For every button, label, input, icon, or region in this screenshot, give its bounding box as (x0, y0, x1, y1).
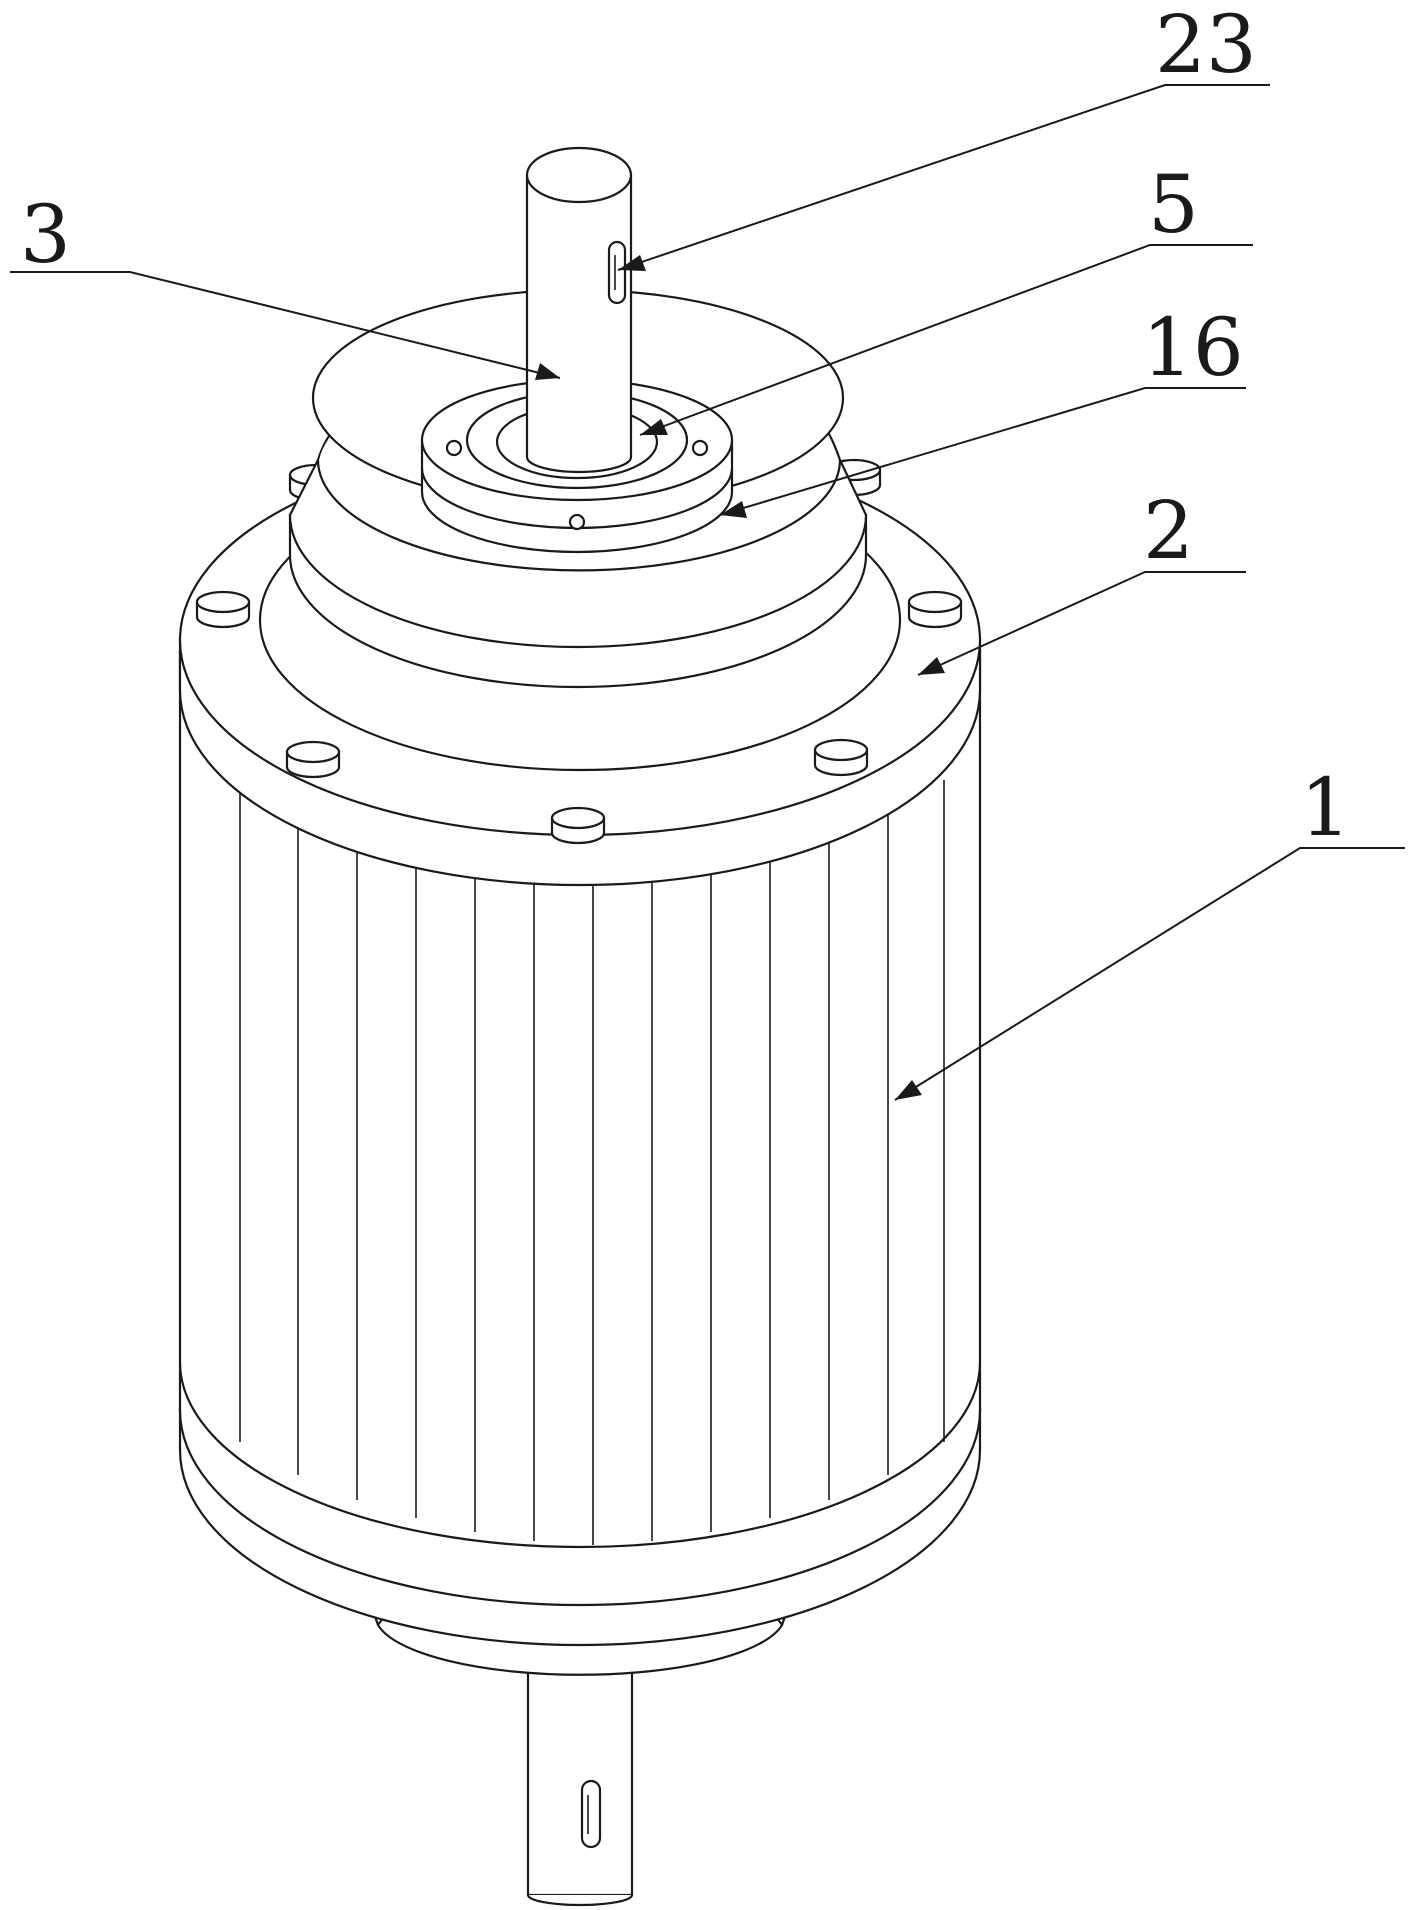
callout-label-23: 23 (1155, 0, 1257, 91)
bolt-icon (552, 808, 604, 843)
top-shaft (527, 148, 631, 472)
callout-label-5: 5 (1148, 158, 1199, 251)
callout-label-2: 2 (1143, 484, 1194, 577)
bolt-icon (287, 742, 339, 777)
callout-label-3: 3 (20, 188, 71, 281)
callout-label-1: 1 (1300, 761, 1351, 854)
bolt-icon (197, 592, 249, 627)
callout-label-16: 16 (1142, 301, 1244, 394)
bottom-shaft (528, 1665, 632, 1905)
bottom-end-ring (180, 1410, 980, 1645)
bolt-icon (815, 740, 867, 775)
bolt-icon (909, 592, 961, 627)
